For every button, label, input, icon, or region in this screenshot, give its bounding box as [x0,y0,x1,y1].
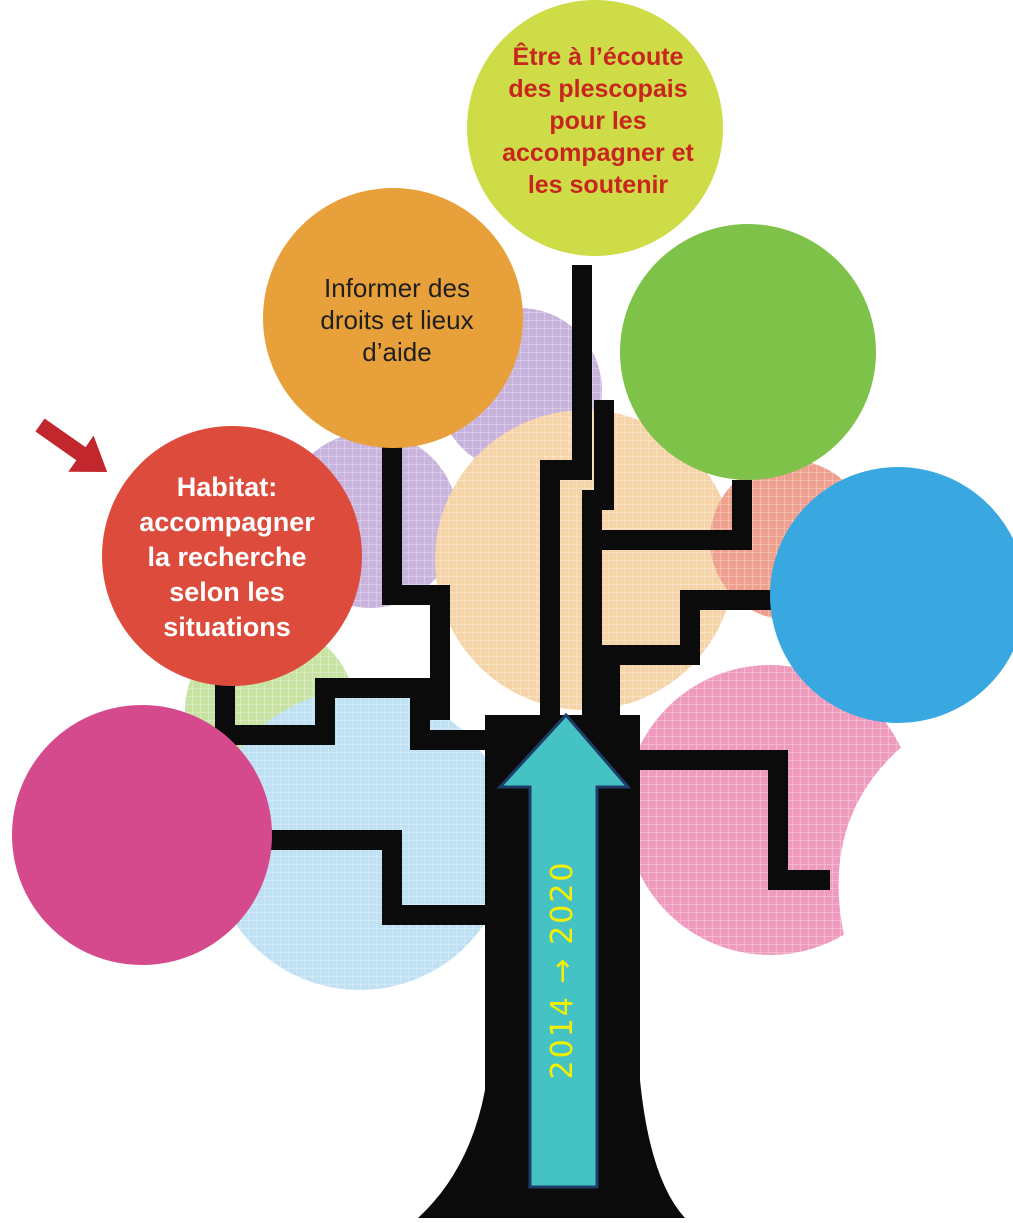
arrow-pointer-icon [35,418,108,473]
bubble-blue [770,467,1013,723]
bubble-top-text: Être à l’écoute des plescopais pour les … [502,42,694,199]
branch-blue [600,590,775,720]
branch-green-b [592,480,752,550]
bubble-red-text: Habitat: accompagner la recherche selon … [139,471,315,642]
bubble-green [620,224,876,480]
bubble-top [467,0,723,256]
branch-pink [640,750,830,890]
branch-top [540,265,592,720]
bubble-orange-text: Informer des droits et lieux d’aide [320,273,474,367]
bubble-orange [263,188,523,448]
bubble-orange-label: Informer des droits et lieux d’aide [272,250,522,390]
timeline-text: 2014 → 2020 [545,860,580,1080]
bubble-top-label: Être à l’écoute des plescopais pour les … [470,8,726,233]
pink-edge-mask [838,740,1013,960]
bubble-magenta [12,705,272,965]
bubbles [12,0,1013,965]
timeline-label: 2014 → 2020 [545,780,580,1160]
bubble-red [102,426,362,686]
branch-green [582,400,614,720]
branches [215,265,830,925]
branch-orange [382,420,450,720]
bubble-red-label: Habitat: accompagner la recherche selon … [92,442,362,672]
up-arrow-icon [496,712,632,1189]
branch-magenta [270,830,485,925]
